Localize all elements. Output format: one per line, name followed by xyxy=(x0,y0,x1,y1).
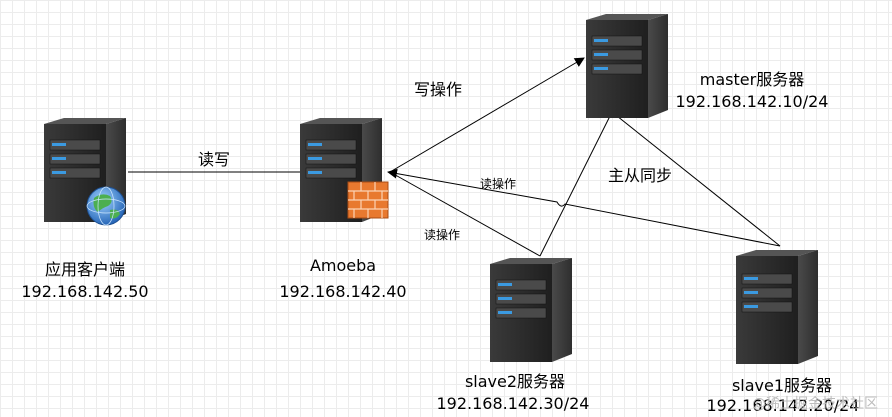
master-name: master服务器 xyxy=(699,70,805,89)
edge-label-master-sync: 主从同步 xyxy=(608,166,673,185)
edge-slave2-amoeba xyxy=(389,171,541,257)
watermark: @稀土掘金技术社区 xyxy=(752,396,878,412)
connection-lines xyxy=(128,57,781,257)
edge-label-amoeba-master: 写操作 xyxy=(414,80,463,99)
edge-master-slave2-sync xyxy=(539,111,613,257)
amoeba-ip: 192.168.142.40 xyxy=(279,282,407,301)
amoeba-name: Amoeba xyxy=(309,256,377,275)
slave2-ip: 192.168.142.30/24 xyxy=(436,394,590,413)
client-ip: 192.168.142.50 xyxy=(21,282,149,301)
slave1-server-icon xyxy=(736,250,818,364)
slave1-name: slave1服务器 xyxy=(731,376,833,395)
slave1-ip: 192.168.142.20/24 xyxy=(706,396,860,415)
edge-label-slave1-amoeba: 读操作 xyxy=(480,177,517,191)
firewall-icon xyxy=(347,181,389,219)
edge-label-client-amoeba: 读写 xyxy=(198,150,231,169)
edge-master-slave1-sync xyxy=(611,111,781,247)
edge-label-slave2-amoeba: 读操作 xyxy=(424,228,461,242)
slave2-server-icon xyxy=(490,258,572,362)
globe-icon xyxy=(86,186,126,226)
edge-slave1-amoeba xyxy=(387,168,781,247)
master-ip: 192.168.142.10/24 xyxy=(675,92,829,111)
master-server-icon xyxy=(586,14,668,118)
slave2-name: slave2服务器 xyxy=(464,372,566,391)
edge-amoeba-master xyxy=(389,57,585,173)
client-name: 应用客户端 xyxy=(44,260,125,279)
